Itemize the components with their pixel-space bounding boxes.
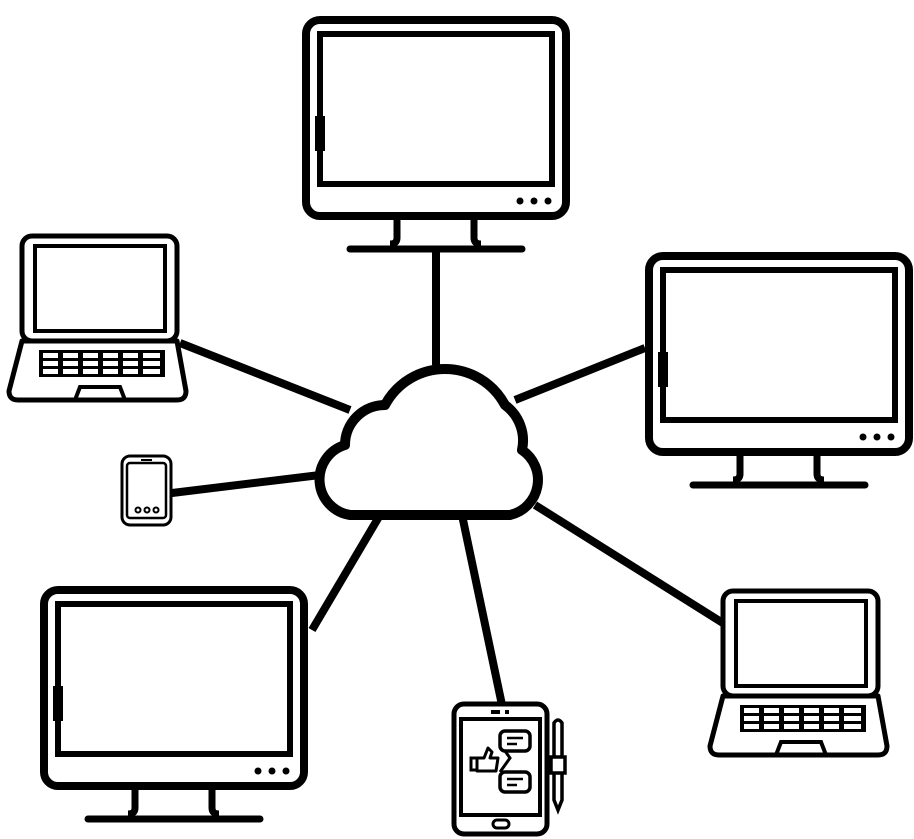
cloud-icon [314, 364, 543, 520]
link-tablet [458, 514, 506, 706]
link-right-laptop [532, 501, 729, 629]
desktop-monitor-icon [306, 20, 566, 249]
desktop-monitor-icon [649, 256, 909, 485]
smartphone-icon [120, 454, 173, 527]
tablet-with-stylus-icon [451, 701, 567, 837]
laptop-icon [710, 591, 887, 755]
link-right-monitor [513, 344, 647, 404]
desktop-monitor-icon [44, 590, 304, 819]
connection-lines [171, 252, 729, 706]
link-phone [171, 471, 321, 497]
laptop-icon [9, 236, 186, 400]
link-bottom-left-monitor [308, 512, 384, 633]
link-left-laptop [178, 339, 352, 414]
